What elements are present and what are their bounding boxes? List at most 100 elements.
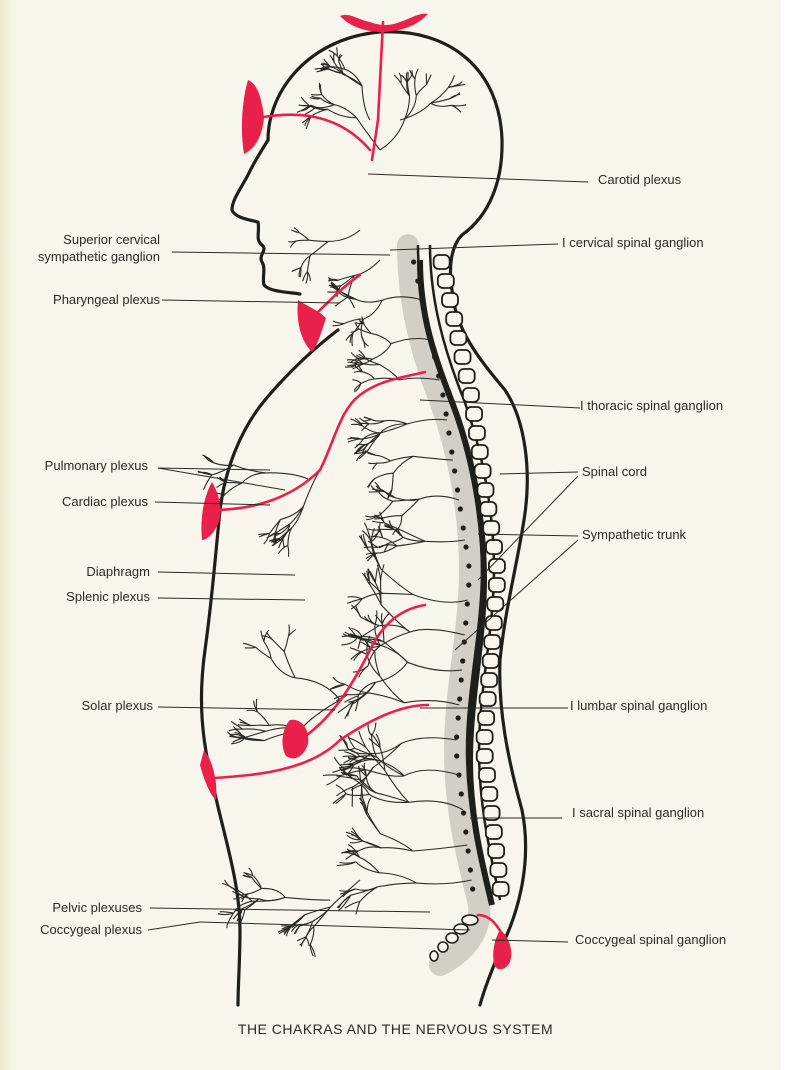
nerve-branch — [388, 520, 394, 529]
nerve-branch — [375, 661, 408, 683]
vertebra — [484, 615, 503, 631]
nerve-branch — [430, 102, 452, 107]
nerve-branch — [342, 755, 357, 758]
nerve-branch — [349, 840, 363, 844]
nerve-branch — [330, 683, 346, 690]
nerve-branch — [344, 695, 359, 703]
ganglion-node — [446, 430, 452, 436]
nerve-branch — [337, 894, 352, 912]
nerve-branch — [363, 323, 372, 334]
nerve-branch — [448, 75, 455, 88]
coccyx-segment — [453, 923, 469, 935]
nerve-branch — [370, 522, 381, 543]
nerve-branch — [374, 624, 381, 646]
nerve-branch — [299, 921, 313, 926]
throat-chakra — [297, 300, 326, 352]
nerve-branch — [350, 598, 363, 610]
nerve-branch — [357, 846, 382, 852]
nerve-branch — [357, 364, 364, 373]
nerve-branch — [354, 747, 378, 758]
vertebra — [486, 596, 505, 612]
nerve-branch — [352, 379, 362, 384]
nerve-branch — [291, 506, 304, 529]
nerve-branch — [282, 538, 285, 548]
nerve-branch — [352, 767, 374, 788]
nerve-branch — [309, 944, 316, 957]
nerve-branch — [363, 572, 371, 585]
vertebra — [476, 482, 495, 498]
nerve-branch — [358, 328, 372, 335]
leader-thoracic — [419, 399, 581, 409]
leader-sympathetic-1 — [477, 533, 579, 537]
nerve-branch — [372, 343, 392, 360]
nerve-branch — [243, 874, 253, 878]
nerve-branch — [382, 537, 398, 547]
nerve-branch — [354, 439, 364, 449]
nerve-branch — [359, 856, 380, 874]
nerve-branch — [243, 736, 265, 742]
nerve-branch — [377, 460, 391, 464]
nerve-branch — [213, 462, 234, 466]
nerve-branch — [379, 631, 411, 647]
nerve-branch — [366, 797, 372, 813]
back-contour — [266, 30, 529, 1007]
nerve-branch — [347, 756, 359, 762]
nerve-branch — [379, 675, 405, 704]
nerve-branch — [351, 604, 362, 618]
nerve-branch — [358, 730, 367, 748]
nerve-branch — [315, 104, 335, 109]
heart-chakra — [201, 482, 221, 540]
nerve-branch — [263, 533, 271, 545]
nerve-branch — [302, 469, 321, 507]
nerve-branch — [378, 491, 393, 502]
nerve-branch — [336, 786, 353, 797]
ganglion-node — [460, 525, 466, 531]
nerve-branch — [349, 333, 354, 344]
nerve-branch — [243, 872, 253, 877]
nerve-branch — [363, 416, 372, 421]
ganglion-node — [467, 867, 473, 873]
nerve-branch — [409, 628, 465, 636]
nerve-branch — [407, 418, 448, 425]
nerve-branch — [377, 526, 384, 539]
sacral-chakra — [200, 750, 217, 800]
nerve-branch — [347, 737, 367, 748]
nerve-branch — [366, 654, 381, 677]
nerve-branch — [354, 370, 363, 373]
nerve-branch — [255, 698, 259, 713]
nerve-branch — [320, 68, 330, 71]
nerve-branch — [402, 536, 426, 542]
nerve-branch — [375, 792, 409, 803]
nerve-branch — [269, 539, 281, 542]
label-pulmonary-plexus: Pulmonary plexus — [44, 458, 148, 473]
nerve-branch — [374, 472, 394, 479]
ganglion-node — [463, 544, 469, 550]
nerve-branch — [229, 735, 244, 738]
nerve-network — [197, 47, 472, 957]
nerve-branch — [261, 635, 274, 641]
nerve-branch — [367, 645, 381, 667]
nerve-branch — [342, 72, 363, 87]
nerve-branch — [333, 53, 335, 63]
nerve-branch — [270, 658, 296, 679]
nerve-branch — [374, 481, 382, 492]
nerve-branch — [258, 896, 286, 902]
nerve-branch — [339, 734, 349, 749]
nerve-branch — [204, 455, 214, 464]
heart-channel — [210, 370, 427, 512]
vertebra — [436, 273, 455, 289]
label-cervical-spinal-ganglion: I cervical spinal ganglion — [562, 235, 704, 250]
ganglion-node — [457, 506, 463, 512]
ganglion-node — [440, 392, 446, 398]
nerve-branch — [346, 598, 363, 604]
nerve-branch — [348, 748, 361, 757]
nerve-branch — [265, 472, 311, 481]
nerve-branch — [355, 861, 380, 874]
nerve-branch — [348, 626, 358, 639]
nerve-branch — [374, 582, 382, 605]
nerve-branch — [361, 764, 367, 777]
nerve-branch — [381, 612, 391, 625]
nerve-branch — [371, 527, 375, 544]
nerve-branch — [371, 462, 378, 470]
nerve-branch — [449, 93, 461, 100]
